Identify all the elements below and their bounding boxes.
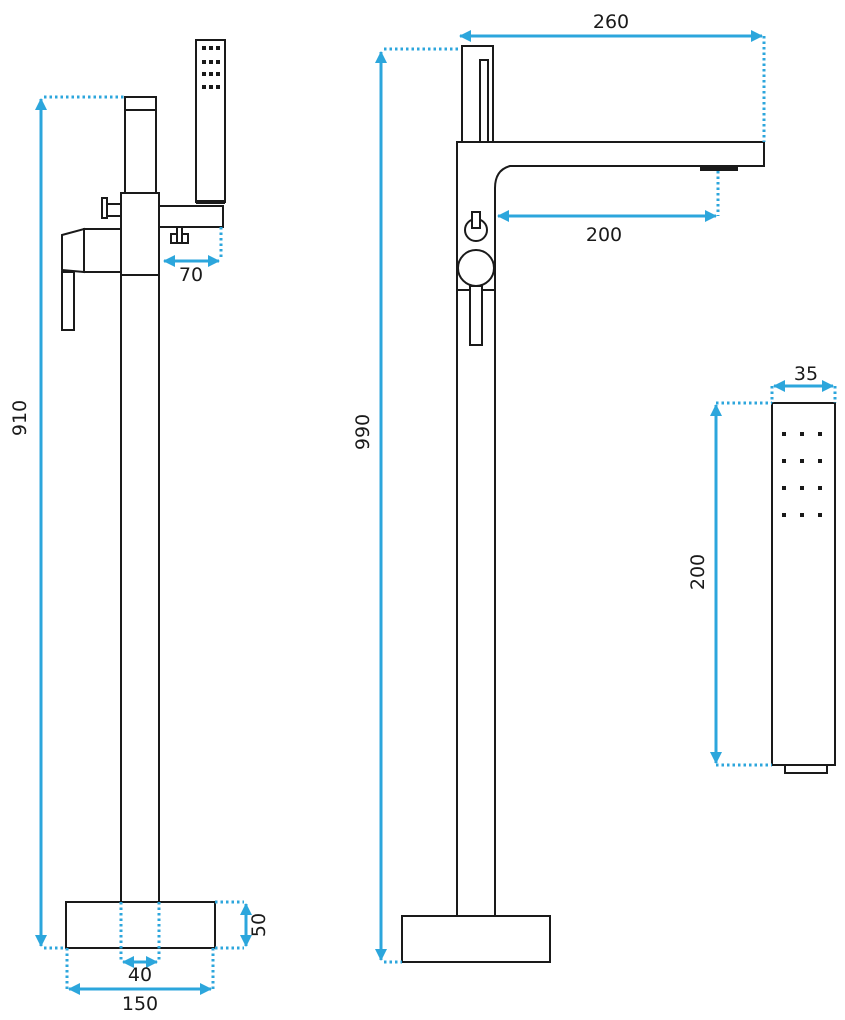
side-view-mixer-body — [120, 192, 160, 276]
side-view-lever-housing — [83, 228, 122, 273]
dim-left-height-label: 910 — [9, 400, 31, 436]
front-view-standpipe — [456, 289, 496, 917]
handshower-nozzles — [782, 432, 822, 517]
handshower-detail — [771, 402, 836, 774]
side-view-spout-arm — [158, 205, 224, 228]
dim-left-base-width: 150 — [65, 948, 215, 1015]
dim-center-spout-reach: 260 — [459, 11, 766, 142]
dim-center-spout-outlet: 200 — [497, 171, 720, 246]
side-view-faucet — [61, 39, 226, 949]
side-view-lever-cap — [61, 227, 85, 274]
dim-handshower-length-label: 200 — [687, 554, 709, 590]
handshower-body — [771, 402, 836, 766]
dim-left-spout-depth-label: 70 — [179, 264, 203, 286]
front-view-aerator — [700, 166, 738, 171]
dim-handshower-length: 200 — [687, 401, 772, 767]
side-view-handshower-nozzles — [202, 46, 220, 89]
side-view-handshower — [195, 39, 226, 203]
dim-center-spout-reach-label: 260 — [593, 11, 629, 33]
dim-center-spout-outlet-label: 200 — [586, 224, 622, 246]
side-view-upper-column — [124, 96, 157, 194]
side-view-base — [65, 901, 216, 949]
dim-left-base-width-label: 150 — [122, 993, 158, 1015]
front-view-mixer-knob — [457, 249, 495, 287]
dim-left-pipe-width-label: 40 — [128, 964, 152, 986]
dim-left-spout-depth: 70 — [163, 227, 223, 286]
dim-left-height: 910 — [9, 95, 124, 950]
front-view-base — [401, 915, 551, 963]
dim-handshower-width-label: 35 — [794, 363, 818, 385]
dim-handshower-width: 35 — [770, 363, 837, 403]
side-view-standpipe — [120, 274, 160, 903]
handshower-connector — [784, 764, 828, 774]
dim-center-height: 990 — [352, 47, 460, 964]
front-view-faucet — [401, 45, 765, 963]
dim-left-base-height: 50 — [215, 900, 270, 950]
side-view-lever-handle — [61, 271, 75, 331]
dim-left-base-height-label: 50 — [248, 913, 270, 937]
dim-left-pipe-width: 40 — [119, 902, 161, 986]
front-view-lever — [469, 285, 483, 346]
dim-center-height-label: 990 — [352, 414, 374, 450]
